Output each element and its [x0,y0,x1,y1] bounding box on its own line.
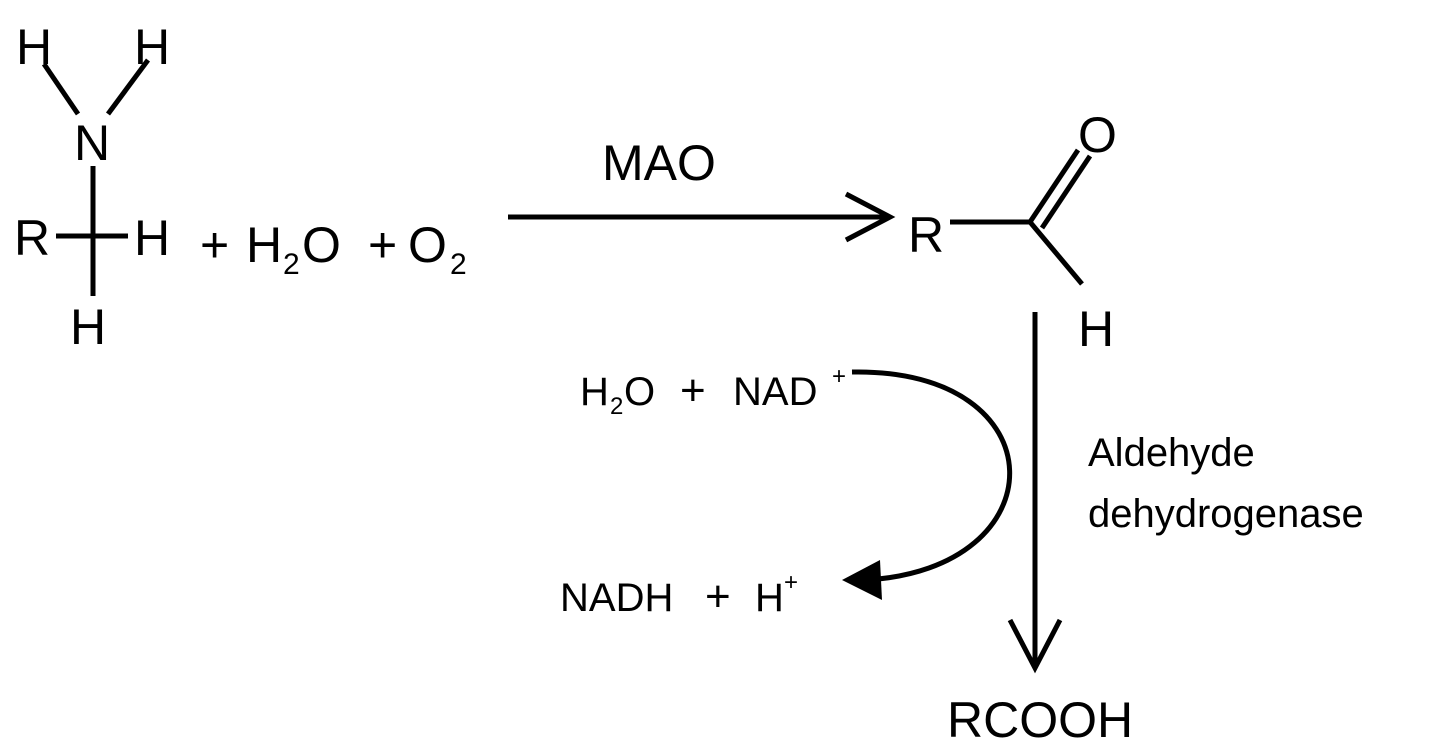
vertical-arrowhead [1007,618,1063,674]
bond-h-n-left [41,62,81,116]
reagents: + H 2 O + O 2 [200,217,467,281]
oxygen-o: O [408,217,447,273]
aldehyde-r-group: R [908,207,944,263]
cofactor-plus: + [680,366,706,415]
bond-c-o-double-2 [1039,154,1093,230]
final-product: RCOOH [947,692,1133,748]
cofactor-curved-arrow [851,369,1013,583]
cofactor-proton-h: H [755,576,784,620]
cofactor-water-o: O [624,370,655,414]
plus-sign: + [368,217,397,273]
cofactor-nad-charge: + [832,363,846,390]
enzyme-label-line2: dehydrogenase [1088,492,1364,536]
bond-h-n-right [105,58,151,116]
aldehyde-oxygen: O [1078,107,1117,163]
cofactor-arrowhead [842,560,882,600]
dehydrogenase-step: H 2 O + NAD + NADH + H + Aldehyde dehydr… [560,312,1364,674]
aldehyde-hydrogen: H [1078,301,1114,357]
bond-c-o-double-1 [1027,148,1081,224]
bond-c-h [1028,220,1084,286]
amine-nitrogen: N [74,115,110,171]
amine-h-top-right: H [134,19,170,75]
amine-h-bottom: H [70,299,106,355]
cofactor-nad: NAD [733,370,817,414]
cofactor-water-subscript: 2 [610,393,623,420]
cofactor-water-h: H [580,370,609,414]
amine-structure: H H N R H H [14,19,170,355]
enzyme-label-mao: MAO [602,135,716,191]
cofactor-out-plus: + [705,572,731,621]
cofactor-nadh: NADH [560,576,673,620]
amine-h-right: H [134,210,170,266]
water-o: O [302,217,341,273]
mao-step: MAO [508,135,896,243]
enzyme-label-line1: Aldehyde [1088,431,1255,475]
reaction-arrowhead [844,191,896,243]
aldehyde-structure: R O H [908,107,1117,357]
water-h: H [246,217,282,273]
water-subscript: 2 [283,248,300,281]
cofactor-proton-charge: + [784,569,798,596]
amine-r-group: R [14,210,50,266]
plus-sign: + [200,217,229,273]
oxygen-subscript: 2 [450,248,467,281]
